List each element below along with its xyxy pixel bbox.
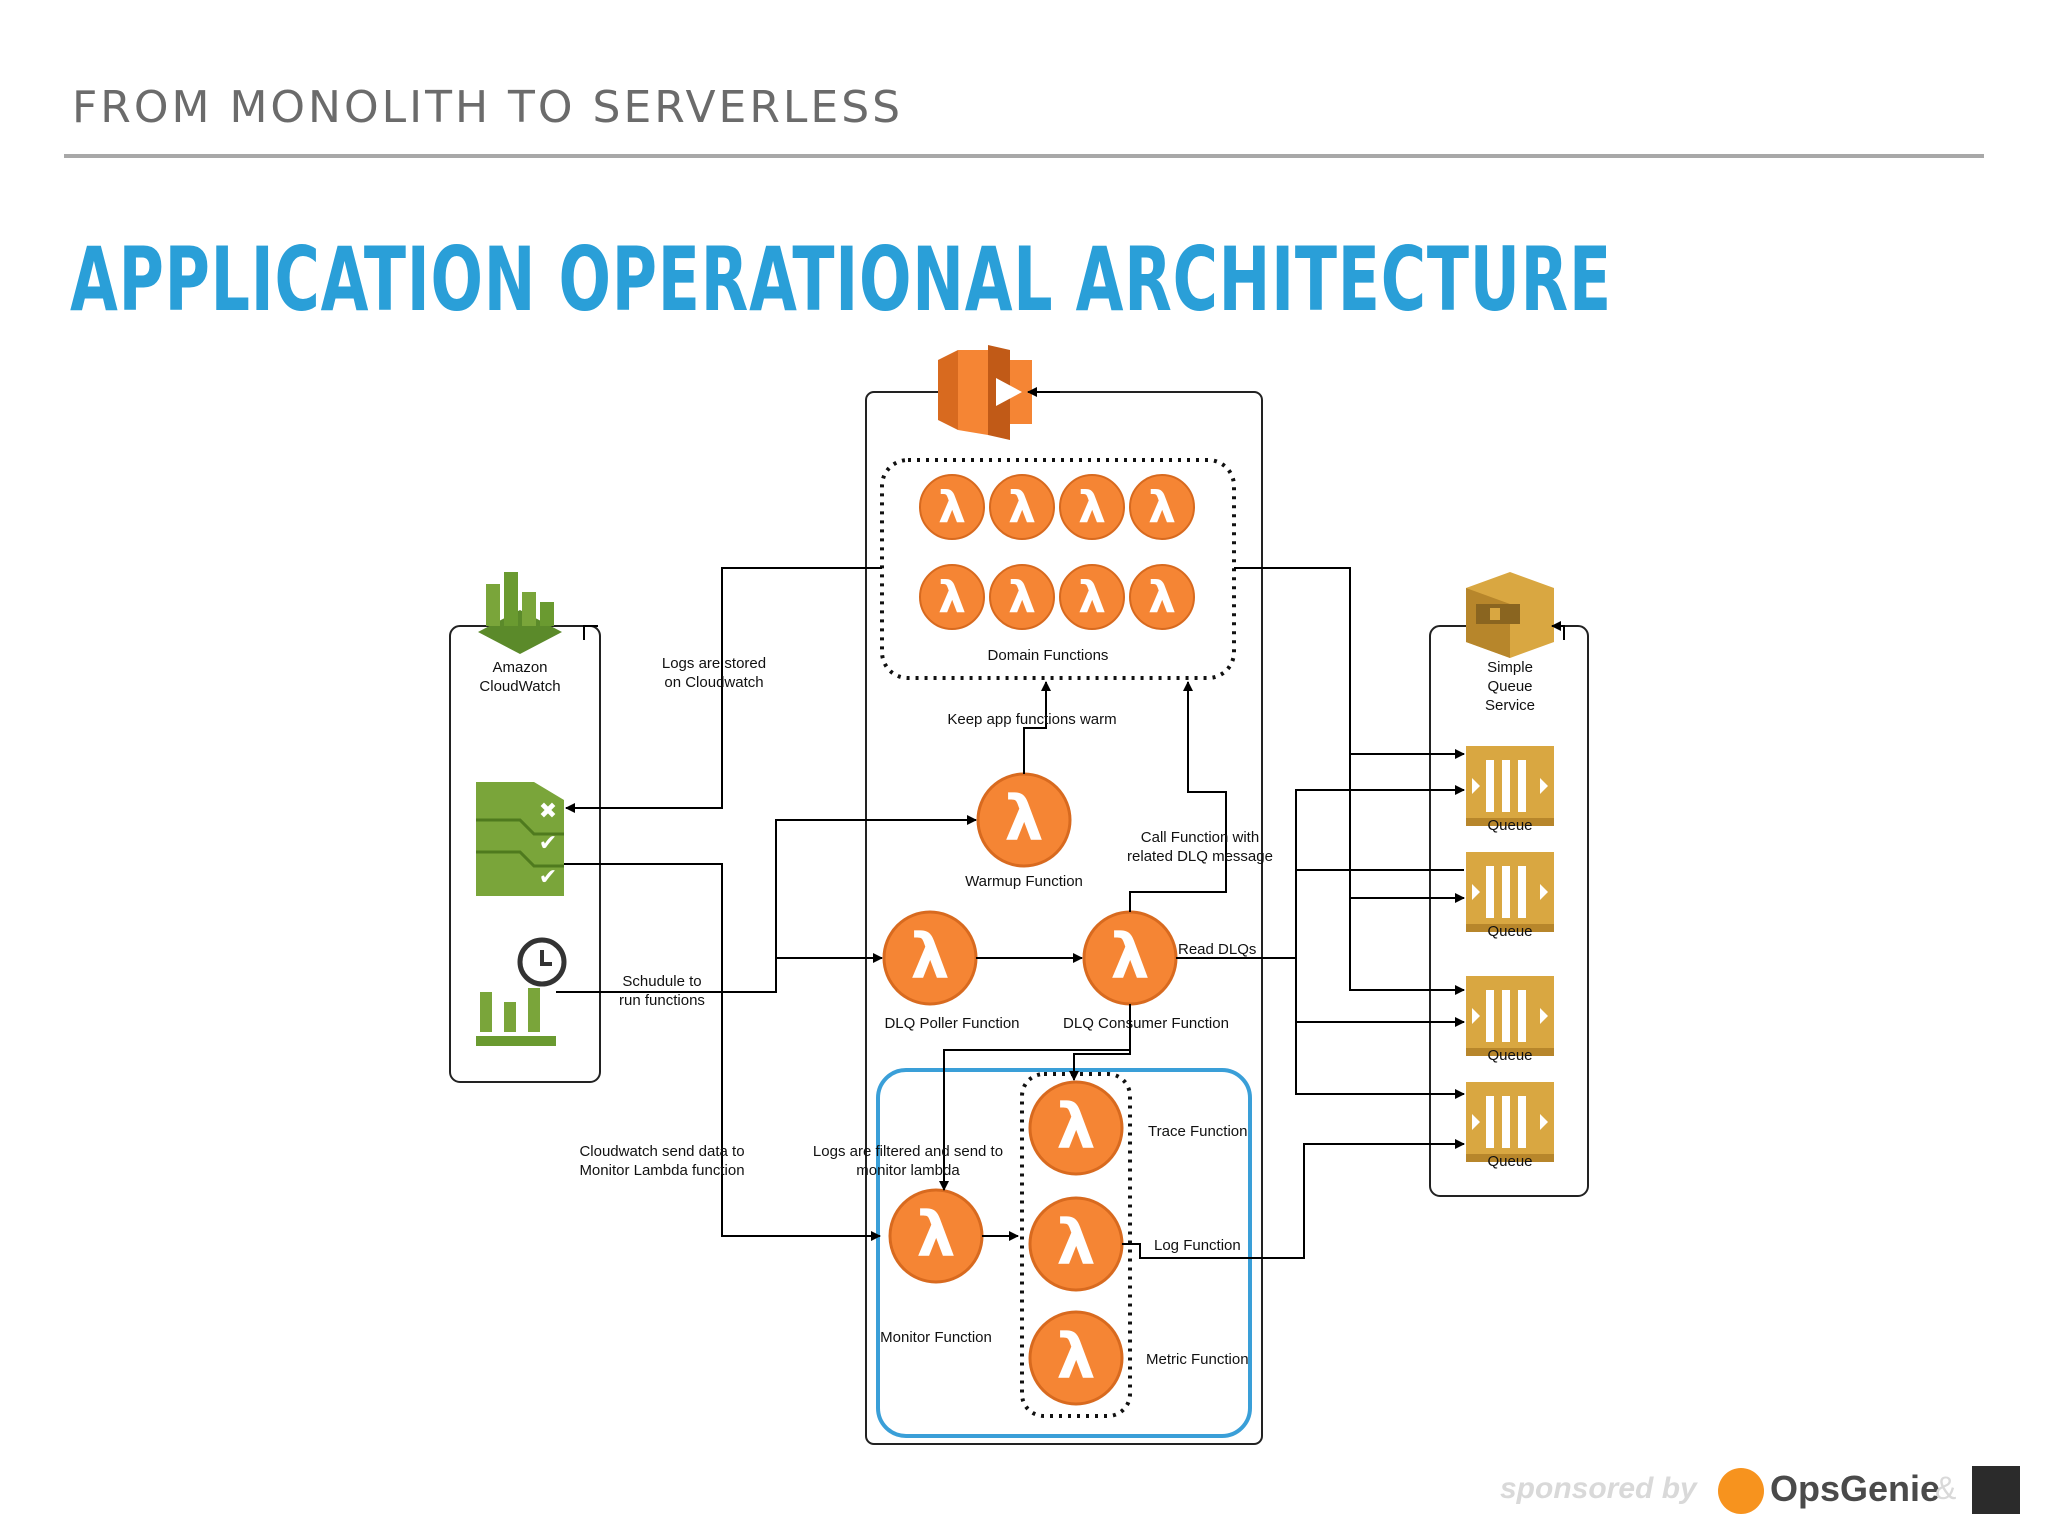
edge-label-call-function-2: related DLQ message xyxy=(1127,848,1273,865)
monitor-function-label: Monitor Function xyxy=(880,1329,992,1346)
edge-label-schedule-1: Schudule to xyxy=(622,973,701,990)
queue-label: Queue xyxy=(1487,923,1532,940)
edge-label-logs-filtered-2: monitor lambda xyxy=(856,1162,960,1179)
queue-label: Queue xyxy=(1487,817,1532,834)
domain-lambda-grid xyxy=(919,474,1195,630)
dlq-consumer-function-label: DLQ Consumer Function xyxy=(1063,1015,1229,1032)
queue-1: Queue xyxy=(1466,746,1554,834)
amazon-cloudwatch-icon xyxy=(478,572,562,654)
serverless-logo-icon xyxy=(1972,1466,2020,1514)
header-divider xyxy=(64,154,1984,158)
svg-text:✖: ✖ xyxy=(539,799,557,824)
dlq-consumer-function-node xyxy=(1082,910,1178,1006)
monitor-function-node xyxy=(888,1188,984,1284)
opsgenie-logo-icon xyxy=(1718,1468,1764,1514)
edge-label-schedule-2: run functions xyxy=(619,992,705,1009)
metric-function-node xyxy=(1028,1310,1124,1406)
opsgenie-wordmark: OpsGenie xyxy=(1770,1468,1941,1509)
svg-text:✔: ✔ xyxy=(539,865,557,890)
queue-3: Queue xyxy=(1466,976,1554,1064)
dlq-poller-function-node xyxy=(882,910,978,1006)
domain-functions-label: Domain Functions xyxy=(988,647,1109,664)
cloudwatch-label-line2: CloudWatch xyxy=(479,678,560,695)
dlq-poller-function-label: DLQ Poller Function xyxy=(884,1015,1019,1032)
edge-label-logs-filtered-1: Logs are filtered and send to xyxy=(813,1143,1003,1160)
cloudwatch-label-line1: Amazon xyxy=(492,659,547,676)
edge-label-logs-stored-1: Logs are stored xyxy=(662,655,766,672)
queue-label: Queue xyxy=(1487,1047,1532,1064)
warmup-function-node xyxy=(976,772,1072,868)
lambda-container xyxy=(865,391,1263,1445)
edge-label-cloudwatch-send-2: Monitor Lambda function xyxy=(579,1162,744,1179)
log-function-node xyxy=(1028,1196,1124,1292)
warmup-function-label: Warmup Function xyxy=(965,873,1083,890)
queue-2: Queue xyxy=(1466,852,1554,940)
log-function-label: Log Function xyxy=(1154,1237,1241,1254)
sqs-label-line3: Service xyxy=(1485,697,1535,714)
trace-function-label: Trace Function xyxy=(1148,1123,1248,1140)
svg-text:✔: ✔ xyxy=(539,831,557,856)
sqs-label-line1: Simple xyxy=(1487,659,1533,676)
monitoring-group xyxy=(876,1068,1252,1438)
queue-label: Queue xyxy=(1487,1153,1532,1170)
aws-lambda-icon xyxy=(938,345,1032,440)
ampersand: & xyxy=(1935,1470,1957,1506)
trace-function-node xyxy=(1028,1080,1124,1176)
slide-title: APPLICATION OPERATIONAL ARCHITECTURE xyxy=(70,228,1612,331)
sponsored-by-label: sponsored by xyxy=(1500,1472,1697,1505)
edge-label-logs-stored-2: on Cloudwatch xyxy=(664,674,763,691)
edge-label-keep-warm: Keep app functions warm xyxy=(947,711,1116,728)
sqs-label-line2: Queue xyxy=(1487,678,1532,695)
slide-subtitle: FROM MONOLITH TO SERVERLESS xyxy=(72,82,904,133)
edge-label-cloudwatch-send-1: Cloudwatch send data to xyxy=(579,1143,744,1160)
cloudwatch-logs-icon: ✖ ✔ ✔ xyxy=(476,782,564,896)
cloudwatch-events-icon xyxy=(476,937,567,1046)
simple-queue-service-icon xyxy=(1466,572,1554,658)
edge-label-read-dlqs: Read DLQs xyxy=(1178,941,1256,958)
metric-function-label: Metric Function xyxy=(1146,1351,1249,1368)
queue-4: Queue xyxy=(1466,1082,1554,1170)
edge-label-call-function-1: Call Function with xyxy=(1141,829,1259,846)
